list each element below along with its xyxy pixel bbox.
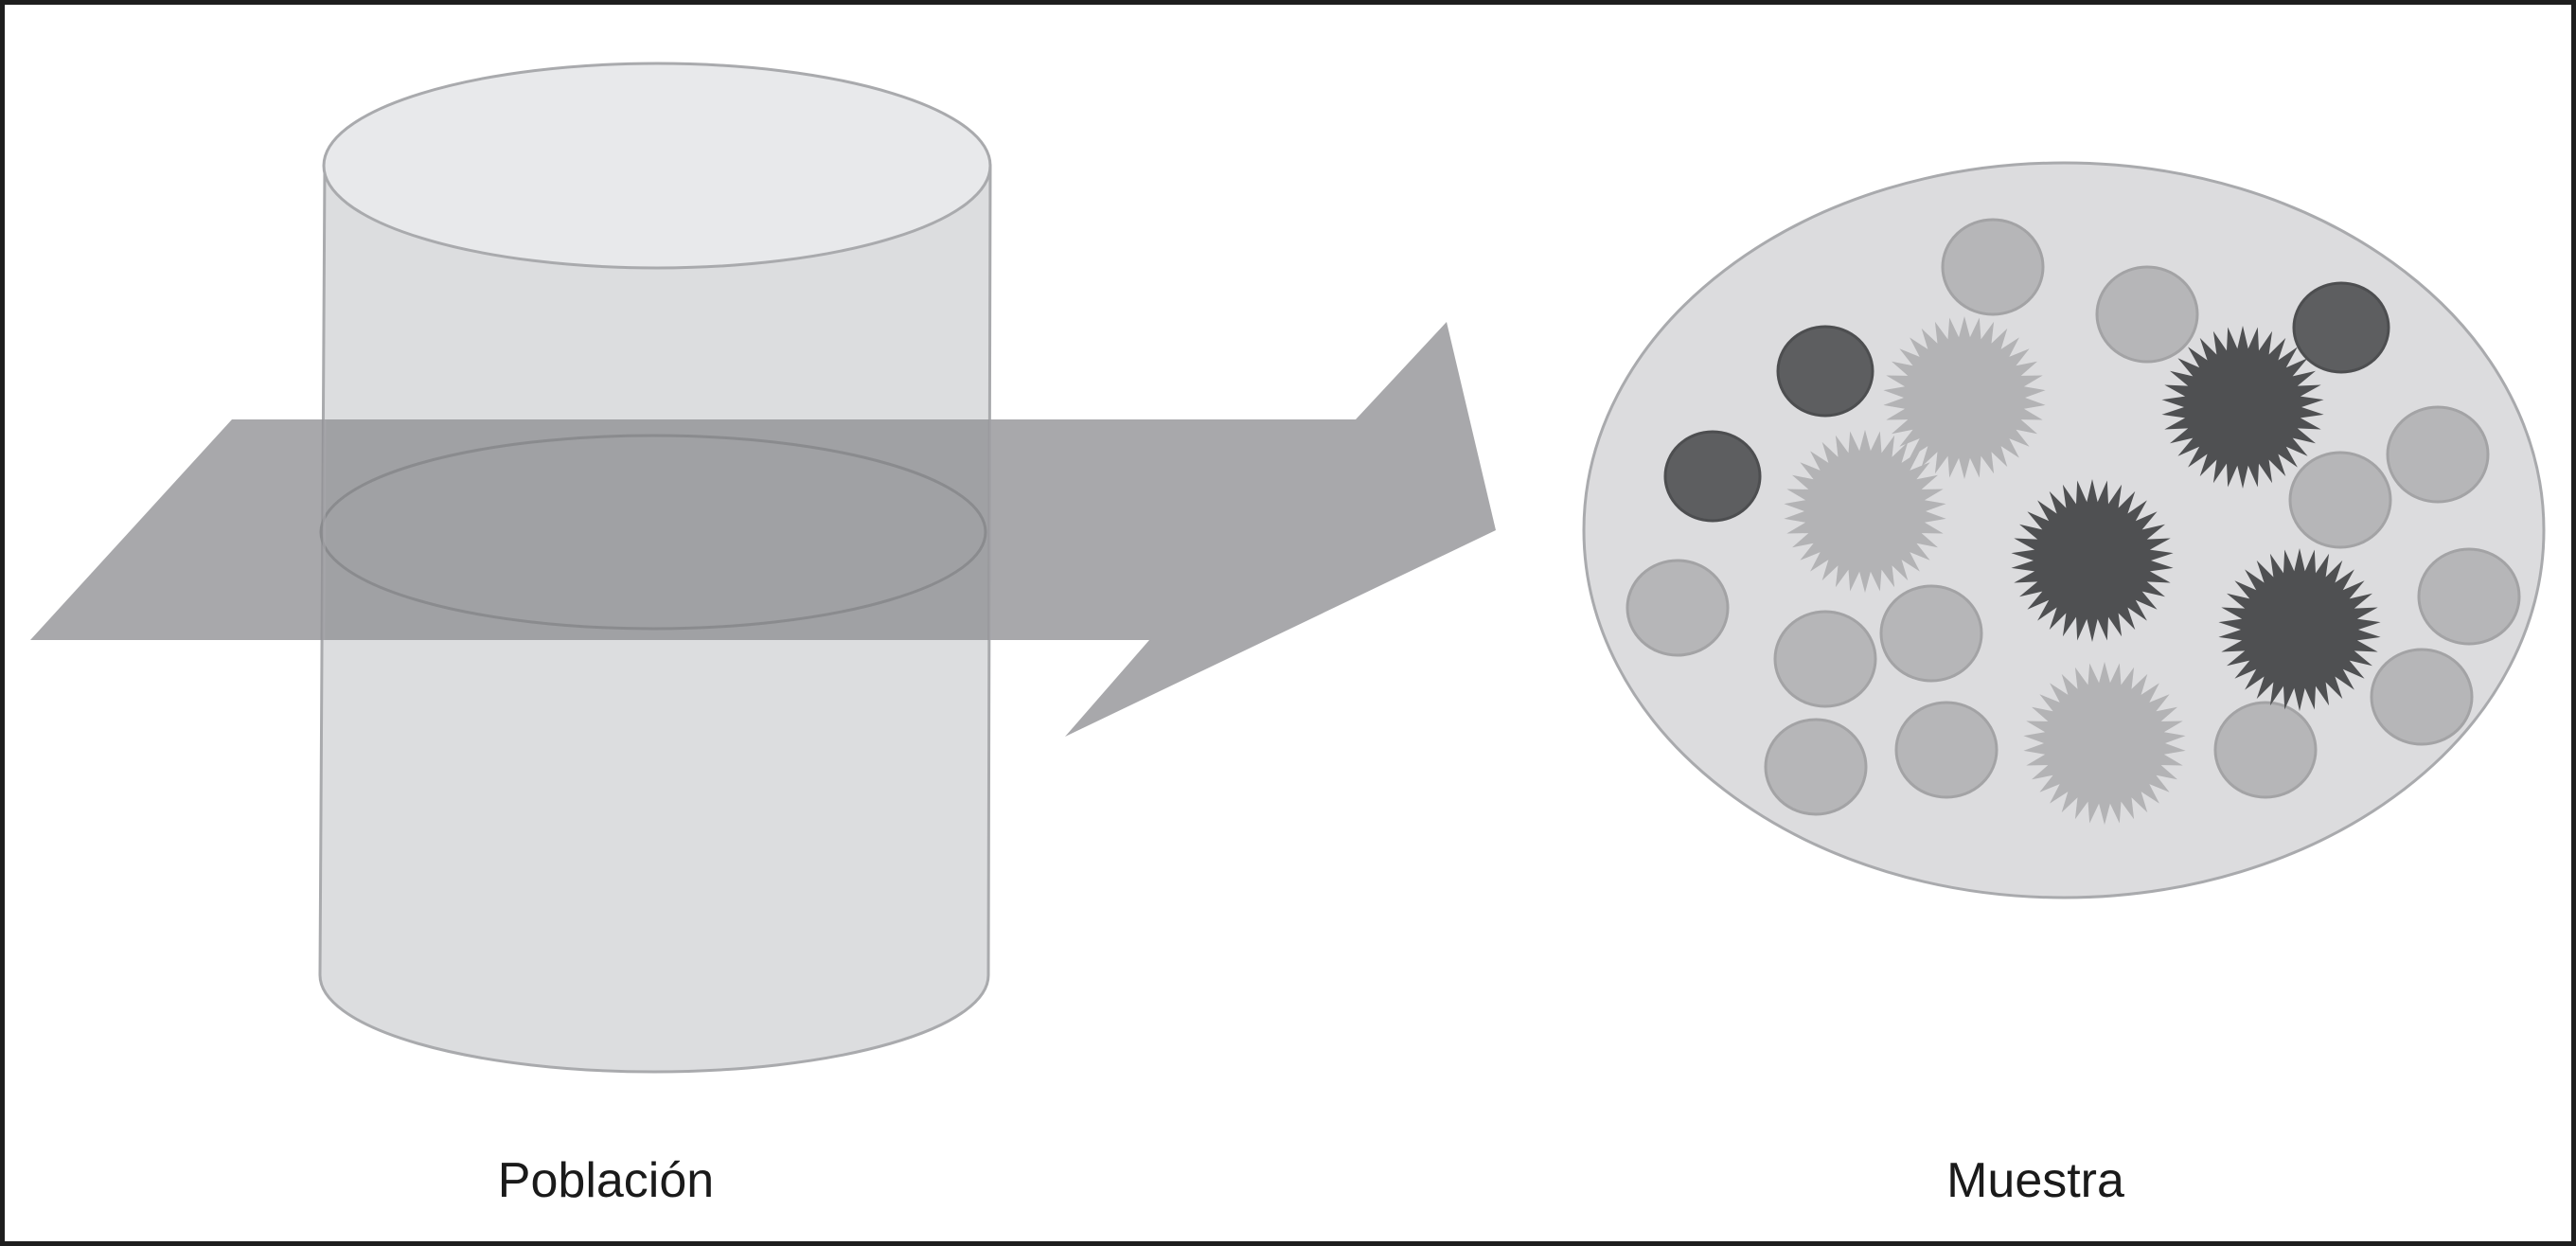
light-circle — [1626, 559, 1730, 657]
population-label: Población — [497, 1153, 715, 1208]
sample-light-starbursts — [1784, 316, 2186, 825]
sampling-arrow-plane — [30, 322, 1496, 737]
light-circle — [2370, 648, 2474, 746]
dark-starburst — [2218, 548, 2381, 711]
sample-dark-circles — [1663, 281, 2390, 523]
cylinder-visible-edges — [322, 418, 992, 641]
plane-arrow-shape — [30, 322, 1496, 737]
sample-label: Muestra — [1946, 1153, 2124, 1208]
light-circle — [1941, 218, 2045, 316]
sample-light-circles — [1626, 218, 2521, 816]
light-circle — [2213, 701, 2318, 799]
light-circle — [2417, 547, 2521, 646]
sample-group — [1582, 161, 2546, 899]
light-circle — [2386, 405, 2490, 504]
sample-dark-starbursts — [2011, 326, 2381, 711]
light-starburst — [1883, 316, 2046, 479]
light-circle — [1764, 718, 1868, 816]
cylinder-cross-section — [319, 434, 987, 631]
cylinder-top — [322, 62, 992, 270]
light-circle — [1773, 610, 1877, 708]
dark-circle — [1663, 430, 1762, 523]
light-starburst — [2023, 662, 2186, 825]
dark-circle — [1776, 325, 1874, 418]
light-starburst — [1784, 430, 1946, 593]
light-circle — [1879, 584, 1983, 683]
light-circle — [1894, 701, 1999, 799]
dark-starburst — [2011, 479, 2174, 642]
dark-circle — [2292, 281, 2390, 374]
light-circle — [2095, 265, 2199, 364]
dark-starburst — [2161, 326, 2324, 489]
light-circle — [2288, 451, 2392, 549]
